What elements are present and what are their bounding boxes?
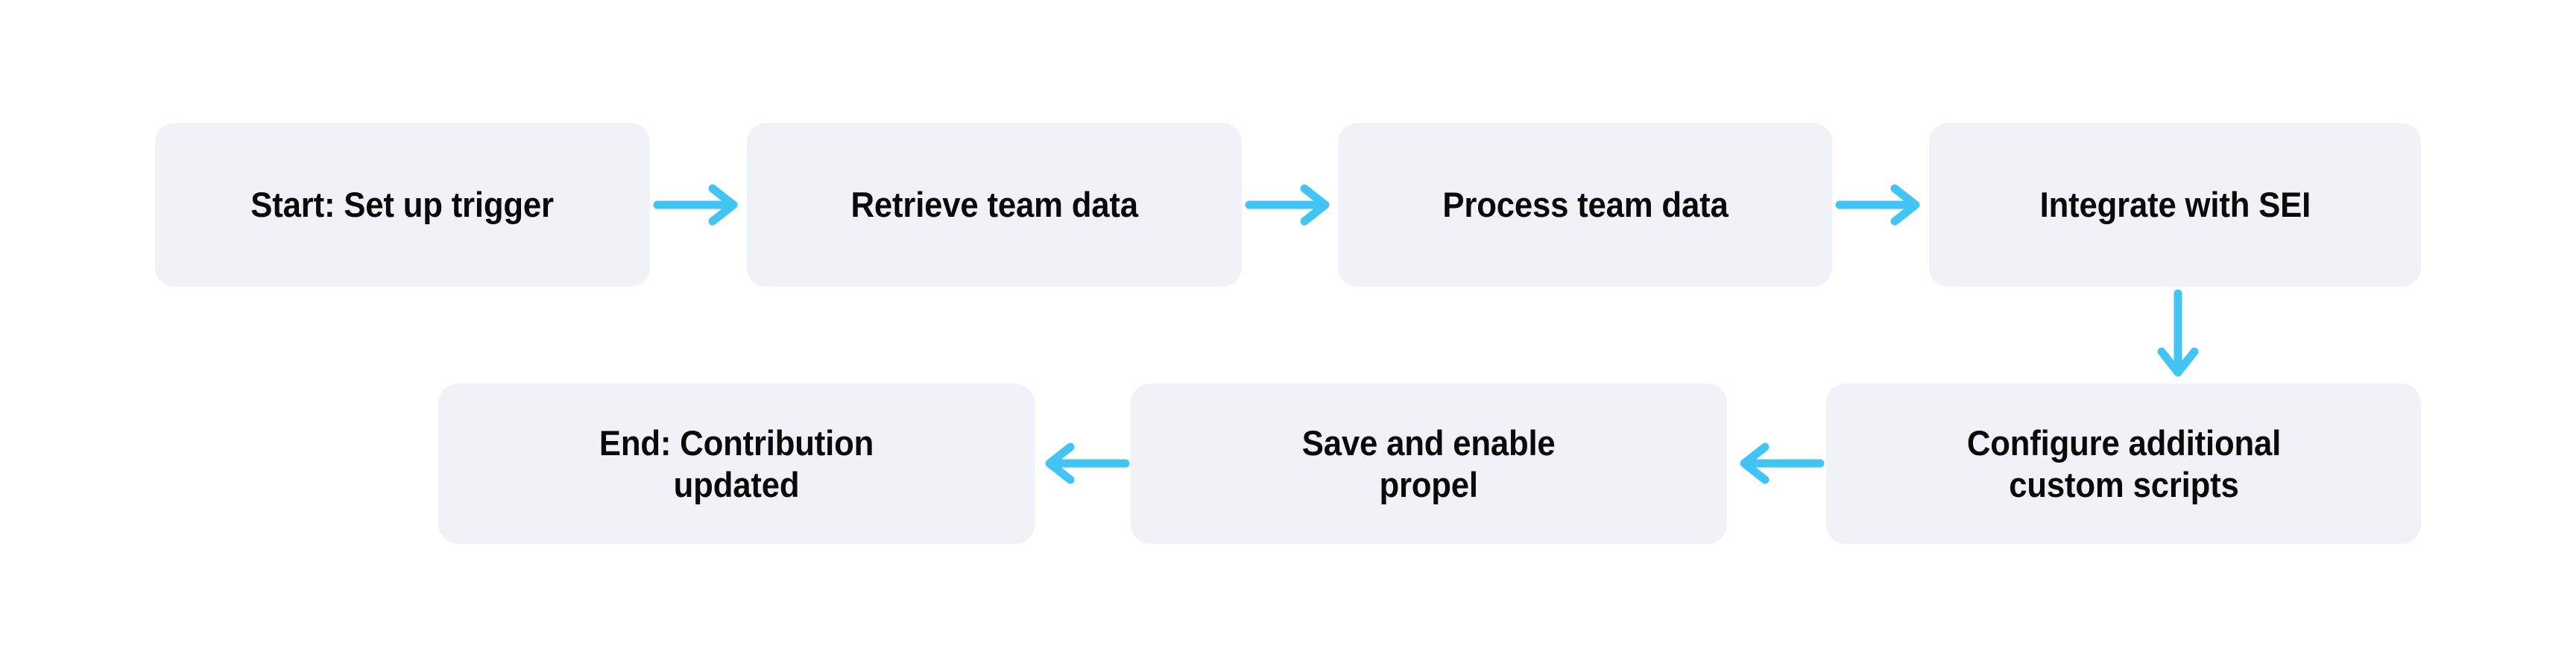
arrow-right-process-to-integrate: [1835, 184, 1920, 226]
flow-node-configure-label: Configure additional custom scripts: [1966, 423, 2281, 504]
arrow-right-start-to-retrieve: [653, 184, 738, 226]
flow-node-configure-custom-scripts[interactable]: Configure additional custom scripts: [1826, 384, 2421, 544]
flow-node-save-label: Save and enable propel: [1302, 423, 1556, 504]
flow-node-end-label: End: Contribution updated: [599, 423, 874, 504]
flow-node-retrieve-label: Retrieve team data: [850, 185, 1138, 225]
flow-node-save-and-enable-propel[interactable]: Save and enable propel: [1131, 384, 1727, 544]
arrow-left-configure-to-save: [1740, 443, 1825, 484]
arrow-left-save-to-end: [1045, 443, 1130, 484]
arrow-right-retrieve-to-process: [1245, 184, 1330, 226]
flow-node-process-team-data[interactable]: Process team data: [1338, 123, 1832, 287]
flow-node-process-label: Process team data: [1442, 185, 1729, 225]
arrow-down-integrate-to-configure: [2157, 289, 2199, 377]
flow-node-end-contribution-updated[interactable]: End: Contribution updated: [438, 384, 1035, 544]
flow-node-retrieve-team-data[interactable]: Retrieve team data: [747, 123, 1242, 287]
flow-node-integrate-with-sei[interactable]: Integrate with SEI: [1929, 123, 2421, 287]
flow-node-integrate-label: Integrate with SEI: [2039, 185, 2311, 225]
flow-node-start[interactable]: Start: Set up trigger: [155, 123, 650, 287]
flow-node-start-label: Start: Set up trigger: [250, 185, 555, 225]
